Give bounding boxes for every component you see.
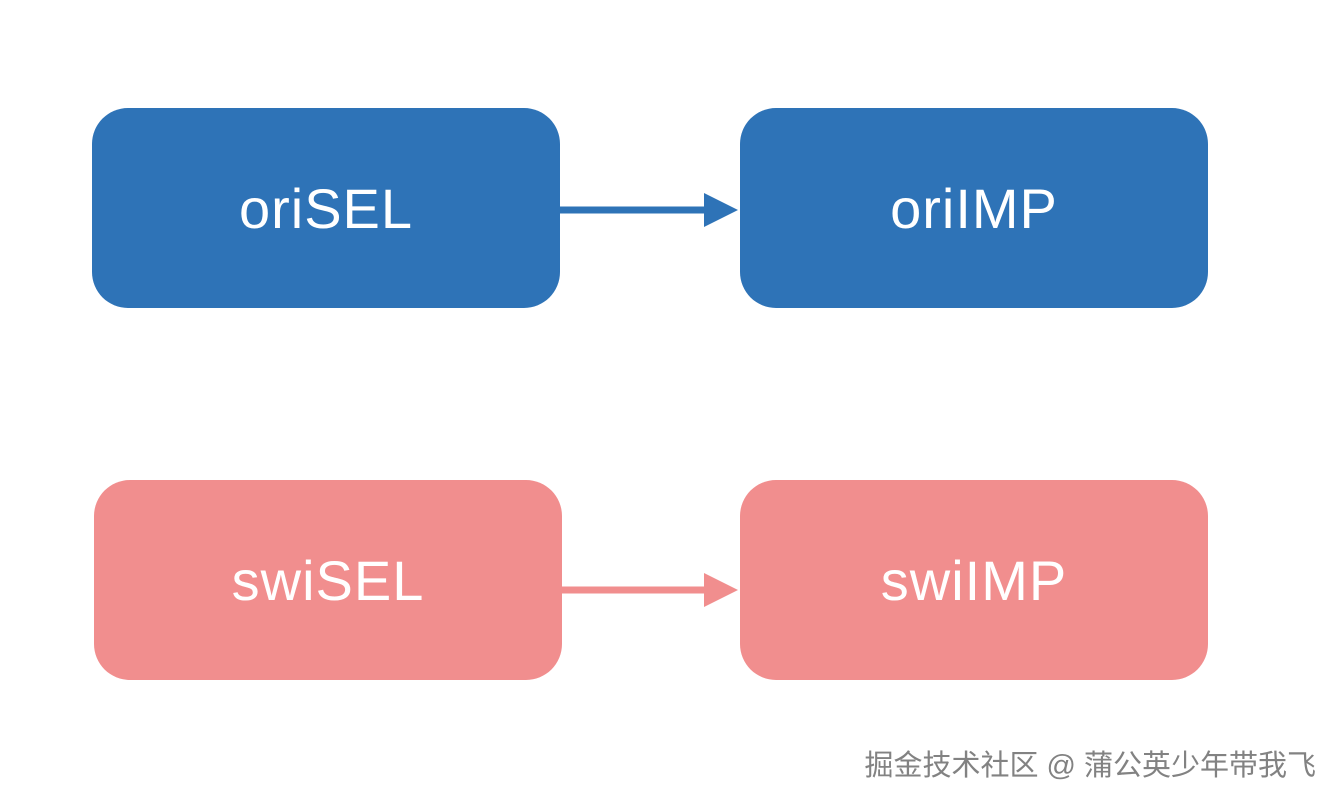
node-oriimp: oriIMP xyxy=(740,108,1208,308)
node-swiimp: swiIMP xyxy=(740,480,1208,680)
node-orisel-label: oriSEL xyxy=(238,176,414,240)
node-oriimp-label: oriIMP xyxy=(890,176,1058,240)
arrow-right-icon-blue xyxy=(558,188,738,232)
node-orisel: oriSEL xyxy=(92,108,560,308)
node-swisel-label: swiSEL xyxy=(231,548,425,612)
watermark-text: 掘金技术社区 @ 蒲公英少年带我飞 xyxy=(864,750,1316,782)
node-swiimp-label: swiIMP xyxy=(880,548,1068,612)
arrow-right-icon-pink xyxy=(558,568,738,612)
node-swisel: swiSEL xyxy=(94,480,562,680)
